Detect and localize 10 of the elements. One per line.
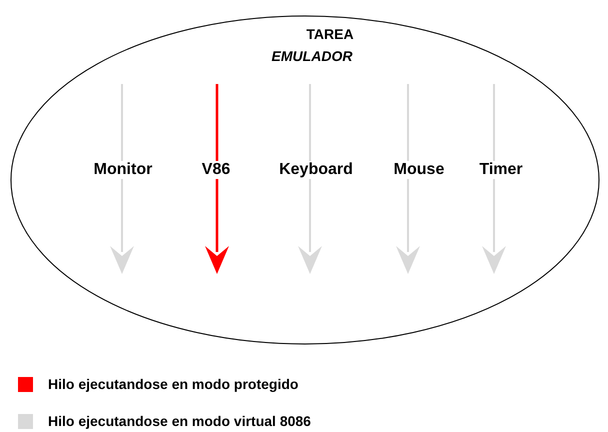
- thread-label: Keyboard: [278, 161, 354, 179]
- legend-text: Hilo ejecutandose en modo protegido: [48, 376, 298, 392]
- thread-label: Mouse: [392, 161, 446, 179]
- thread-label: V86: [200, 161, 232, 179]
- legend-text: Hilo ejecutandose en modo virtual 8086: [48, 413, 311, 429]
- title-text: TAREA: [306, 26, 354, 43]
- thread-label: Monitor: [92, 161, 154, 179]
- task-ellipse: [10, 15, 600, 345]
- thread-label: Timer: [478, 161, 524, 179]
- subtitle-text: EMULADOR: [272, 48, 352, 65]
